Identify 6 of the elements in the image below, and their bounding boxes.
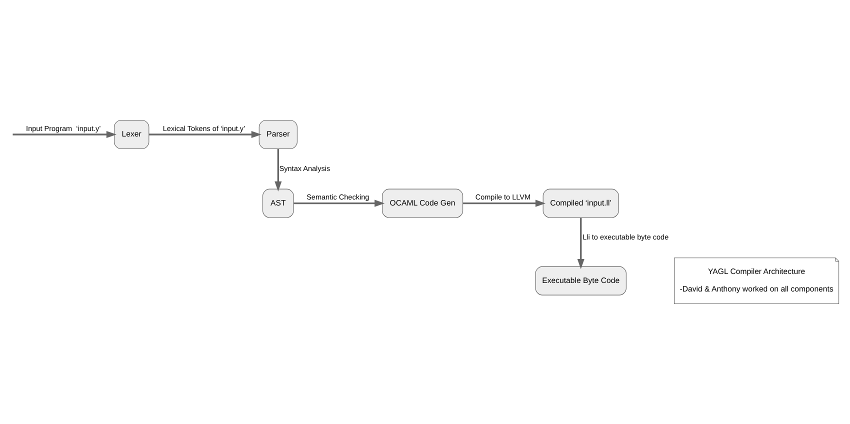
arrow [462,200,546,207]
arrow [576,218,584,270]
arrow [148,130,261,138]
arrow [293,200,384,207]
arrow [274,148,282,192]
arrow [12,130,116,138]
